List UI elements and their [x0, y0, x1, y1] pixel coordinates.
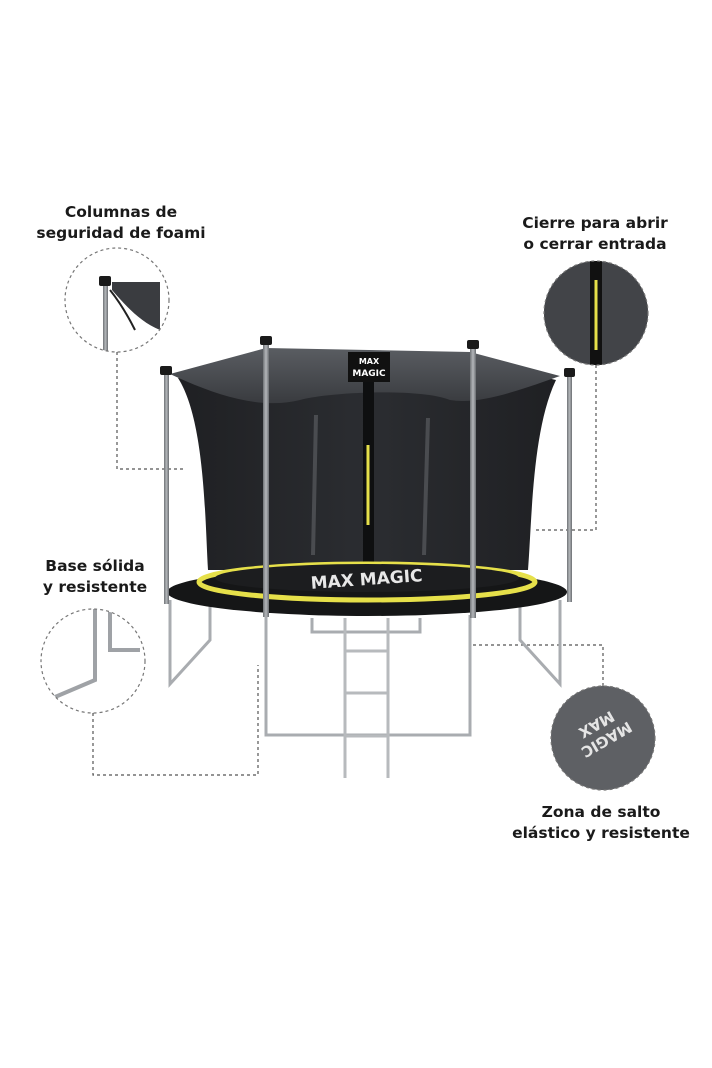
callout-base-line1: Base sólida — [45, 557, 145, 575]
callout-columns-line2: seguridad de foami — [36, 224, 206, 242]
detail-zipper — [543, 260, 649, 366]
callout-zone-line1: Zona de salto — [541, 803, 661, 821]
detail-columns — [64, 247, 170, 353]
leader-lines — [92, 352, 604, 776]
callout-base: Base sólida y resistente — [0, 556, 190, 598]
inner-poles — [311, 414, 430, 556]
callout-columns: Columnas de seguridad de foami — [0, 202, 242, 244]
net-brand-tag: MAX — [359, 357, 380, 366]
callout-base-line2: y resistente — [42, 578, 148, 596]
detail-base — [40, 608, 146, 714]
ladder — [343, 618, 390, 778]
base-frame — [168, 600, 562, 737]
svg-text:MAGIC: MAGIC — [352, 369, 386, 379]
callout-zone-line2: elástico y resistente — [512, 824, 690, 842]
safety-columns — [160, 336, 575, 618]
callout-jump-zone: Zona de salto elástico y resistente — [490, 802, 712, 844]
callout-zipper: Cierre para abrir o cerrar entrada — [478, 213, 712, 255]
callout-zipper-line2: o cerrar entrada — [523, 235, 667, 253]
callout-columns-line1: Columnas de — [64, 203, 178, 221]
callout-zipper-line1: Cierre para abrir — [522, 214, 668, 232]
detail-jump-zone: MAX MAGIC — [550, 685, 656, 791]
